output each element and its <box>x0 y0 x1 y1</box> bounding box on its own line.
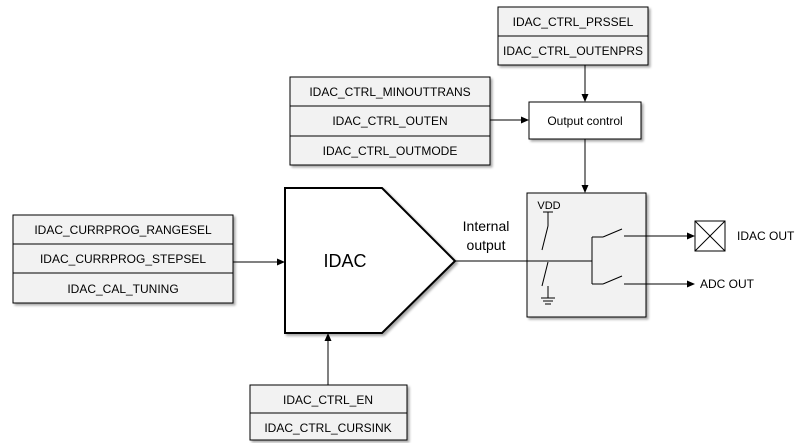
register-idac-ctrl-cursink: IDAC_CTRL_CURSINK <box>264 421 391 435</box>
prs-register-group <box>497 6 649 66</box>
adc-out-label: ADC OUT <box>700 277 755 291</box>
register-idac-ctrl-outmode: IDAC_CTRL_OUTMODE <box>323 144 458 158</box>
register-idac-currprog-stepsel: IDAC_CURRPROG_STEPSEL <box>40 252 206 266</box>
output-control-block <box>528 101 642 140</box>
output-control-label: Output control <box>547 114 622 128</box>
register-idac-ctrl-minouttrans: IDAC_CTRL_MINOUTTRANS <box>309 85 470 99</box>
internal-output-label-line1: Internal <box>463 218 510 234</box>
connections <box>233 65 695 385</box>
idac-out-pad <box>694 220 726 252</box>
en-register-group <box>249 384 408 441</box>
idac-out-label: IDAC OUT <box>737 229 795 243</box>
register-idac-currprog-rangesel: IDAC_CURRPROG_RANGESEL <box>34 223 212 237</box>
register-idac-cal-tuning: IDAC_CAL_TUNING <box>67 282 178 296</box>
register-idac-ctrl-outenprs: IDAC_CTRL_OUTENPRS <box>503 44 643 58</box>
vdd-label: VDD <box>537 200 560 212</box>
output-switches <box>591 228 646 285</box>
register-idac-ctrl-en: IDAC_CTRL_EN <box>283 393 373 407</box>
prog-register-group <box>12 214 234 304</box>
switch-block <box>526 192 647 318</box>
ctrl-register-group <box>289 76 491 166</box>
idac-label: IDAC <box>323 251 366 271</box>
vdd-ground-circuit <box>541 211 555 305</box>
idac-block <box>284 187 457 334</box>
internal-output-label-line2: output <box>467 237 506 253</box>
register-idac-ctrl-prssel: IDAC_CTRL_PRSSEL <box>513 15 634 29</box>
register-idac-ctrl-outen: IDAC_CTRL_OUTEN <box>332 114 447 128</box>
